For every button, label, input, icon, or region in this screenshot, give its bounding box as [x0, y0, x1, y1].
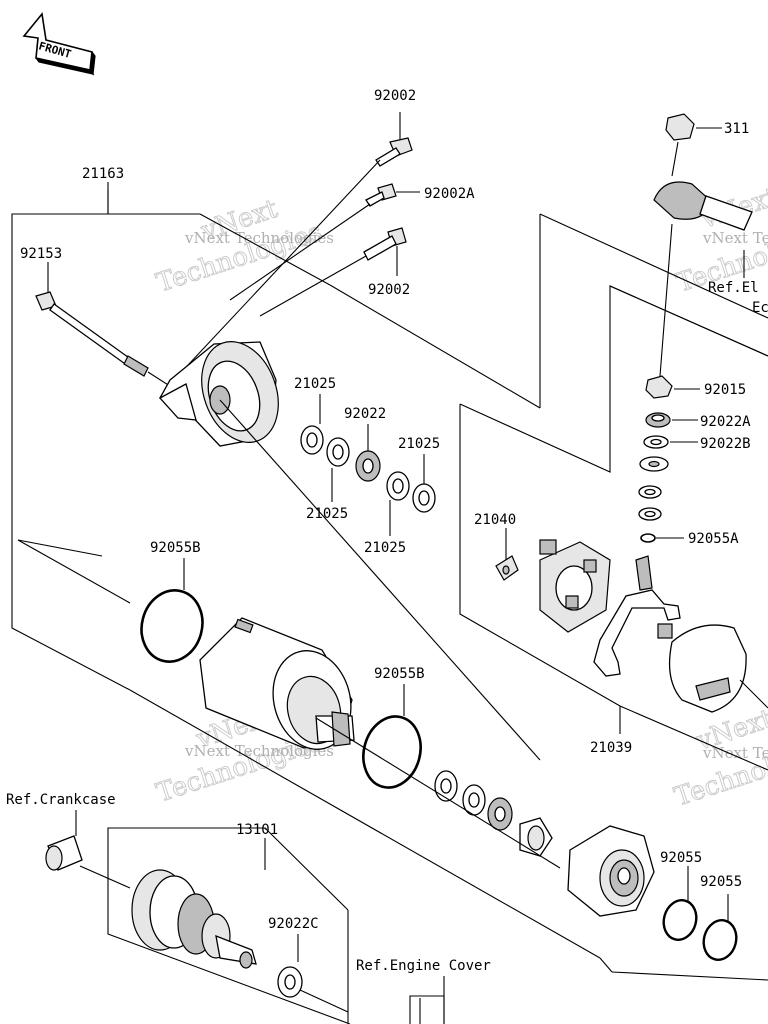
label-92022A: 92022A	[700, 414, 751, 430]
brush-plate	[539, 539, 611, 633]
brush-21040	[495, 528, 519, 581]
rear-end-cover	[158, 341, 279, 447]
washer-21025-a	[300, 394, 324, 455]
watermark-caption: vNext Technologies	[702, 229, 768, 247]
assembly-outline-21163	[11, 190, 768, 981]
watermark-group-bottom-right: vNext Technologies vNext Technologies	[670, 703, 768, 813]
o-ring-92055B-a	[140, 558, 204, 663]
o-ring-92055B-b	[362, 684, 422, 789]
label-ref-electric-2: Ec	[752, 300, 768, 316]
label-21040: 21040	[474, 512, 516, 528]
washer-92022A	[645, 412, 698, 428]
starter-clutch-gear	[131, 869, 257, 969]
label-92022B: 92022B	[700, 436, 751, 452]
o-ring-92055A	[640, 533, 684, 543]
label-92002-low: 92002	[368, 282, 410, 298]
terminal-nut-311	[665, 113, 722, 177]
label-92015: 92015	[704, 382, 746, 398]
label-92055A: 92055A	[688, 531, 739, 547]
bolt-92002A	[229, 183, 420, 301]
watermark-caption: vNext Technologies	[184, 229, 334, 247]
label-92055B-b: 92055B	[374, 666, 425, 682]
label-21025-b: 21025	[306, 506, 348, 522]
label-92022: 92022	[344, 406, 386, 422]
label-92055-a: 92055	[660, 850, 702, 866]
label-21163: 21163	[82, 166, 124, 182]
terminal-nut-92015	[645, 223, 700, 399]
washer-92022	[355, 424, 381, 482]
commutator-end-frame	[668, 624, 768, 713]
bolt-92002-low	[259, 227, 407, 317]
label-ref-engine-cover: Ref.Engine Cover	[356, 958, 491, 974]
washer-21025-d	[412, 454, 436, 513]
label-92022C: 92022C	[268, 916, 319, 932]
leader-lines	[107, 182, 561, 869]
assembly-outline-21039	[459, 285, 768, 771]
label-13101: 13101	[236, 822, 278, 838]
washer-21025-c	[386, 471, 410, 536]
washer-21025-b	[326, 437, 350, 502]
label-21025-c: 21025	[364, 540, 406, 556]
brush-holder-bracket	[593, 555, 681, 677]
watermark-group-top: vNext Technologies vNext Technologies	[152, 193, 334, 299]
label-92002-top: 92002	[374, 88, 416, 104]
front-cover	[567, 825, 655, 917]
label-92002A: 92002A	[424, 186, 475, 202]
cable-terminal-cap	[653, 181, 753, 278]
label-92055B-a: 92055B	[150, 540, 201, 556]
label-92055-b: 92055	[700, 874, 742, 890]
assembly-outline-13101	[107, 827, 351, 1024]
label-ref-crankcase: Ref.Crankcase	[6, 792, 116, 808]
insulator-washers	[638, 456, 669, 521]
shim-washers	[434, 770, 553, 857]
starter-motor-yoke	[199, 617, 355, 750]
washer-92022B	[643, 435, 698, 449]
label-21025-d: 21025	[398, 436, 440, 452]
washer-92022C	[277, 934, 349, 1013]
front-arrow-icon: FRONT	[22, 12, 96, 76]
ref-crankcase-bushing	[45, 810, 131, 889]
label-21039: 21039	[590, 740, 632, 756]
long-bolt-92153	[35, 262, 177, 391]
o-ring-92055-b	[702, 894, 738, 961]
watermark-caption: vNext Technologies	[702, 744, 768, 762]
ref-engine-cover-outline	[409, 976, 445, 1024]
bolt-92002-top	[173, 112, 413, 381]
label-92153: 92153	[20, 246, 62, 262]
label-311: 311	[724, 121, 749, 137]
part-labels: 92002 21163 92002A 92153 92002 311 Ref.E…	[6, 88, 768, 974]
label-ref-electric: Ref.El	[708, 280, 759, 296]
label-21025-a: 21025	[294, 376, 336, 392]
watermark-caption: vNext Technologies	[184, 742, 334, 760]
o-ring-92055-a	[662, 866, 698, 941]
